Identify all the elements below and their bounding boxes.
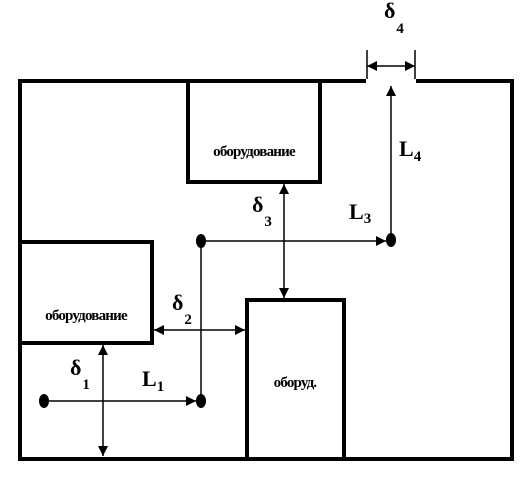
path-node (196, 234, 206, 248)
delta1-label: δ1 (70, 355, 90, 393)
path-node (386, 233, 396, 247)
equipment-left-label: оборудование (45, 308, 128, 324)
equipment-top-box (186, 79, 322, 184)
equipment-top-label: оборудование (213, 144, 296, 160)
path-node (39, 394, 49, 408)
equipment-left-box (18, 240, 154, 345)
equipment-small-label: оборуд. (274, 375, 318, 391)
delta4-label: δ4 (384, 0, 404, 37)
L1-label: L1 (142, 366, 164, 395)
path-node (196, 394, 206, 408)
L4-label: L4 (399, 136, 422, 165)
delta2-label: δ2 (172, 290, 192, 328)
equipment-small-box (245, 298, 346, 461)
L3-label: L3 (349, 199, 371, 227)
delta3-label: δ3 (252, 192, 272, 230)
